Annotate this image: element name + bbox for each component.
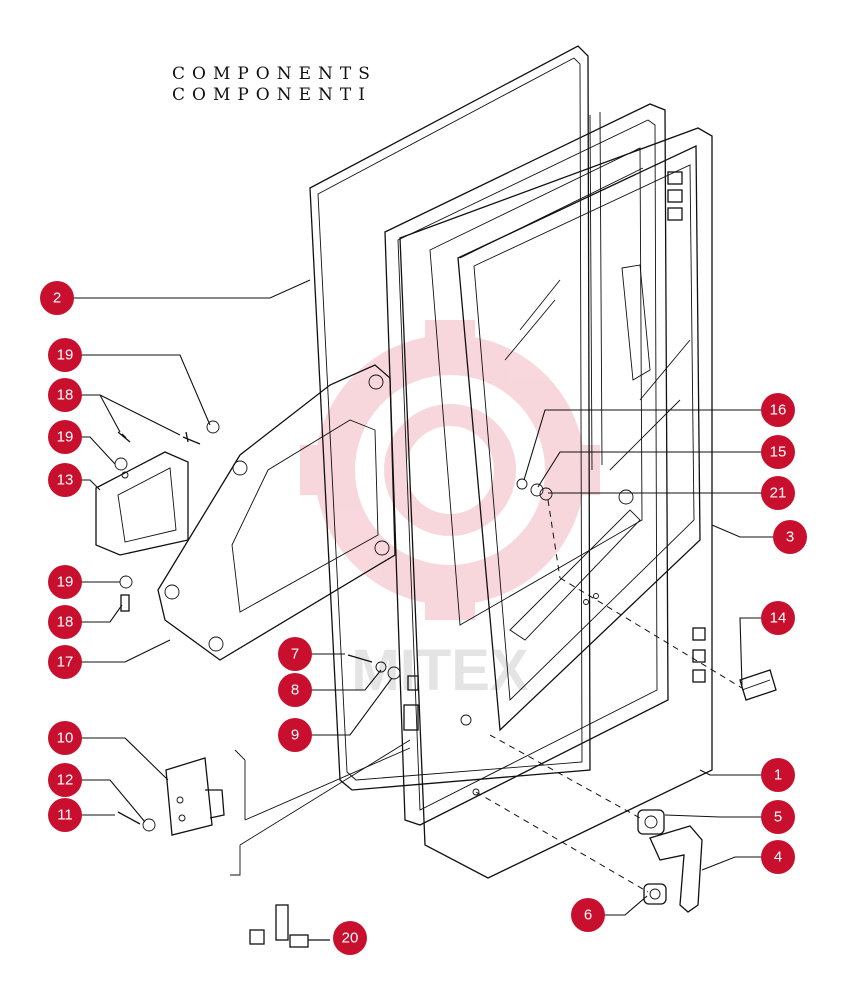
callout-5[interactable]: 5 (761, 800, 795, 834)
callout-marker (761, 435, 795, 469)
leader-lines (65, 279, 778, 916)
callout-marker (761, 601, 795, 635)
callout-1[interactable]: 1 (761, 758, 795, 792)
callout-18a[interactable]: 18 (48, 378, 82, 412)
callout-label: 5 (774, 809, 782, 826)
callout-label: 19 (57, 347, 74, 364)
callout-marker (48, 645, 82, 679)
callout-marker (761, 840, 795, 874)
callout-label: 10 (57, 730, 74, 747)
callout-4[interactable]: 4 (761, 840, 795, 874)
watermark-gear (300, 320, 600, 620)
rosette-upper (637, 809, 665, 835)
callout-label: 8 (291, 682, 299, 699)
callout-label: 18 (57, 614, 74, 631)
callout-19b[interactable]: 19 (48, 420, 82, 454)
callout-label: 1 (774, 767, 782, 784)
callout-marker (48, 721, 82, 755)
callout-label: 7 (291, 646, 299, 663)
door-panel (399, 127, 713, 879)
callout-marker (48, 605, 82, 639)
callout-18b[interactable]: 18 (48, 605, 82, 639)
screws-and-washers (114, 420, 634, 832)
callout-label: 11 (57, 807, 73, 824)
callout-label: 3 (786, 529, 794, 546)
callout-12[interactable]: 12 (48, 763, 82, 797)
callout-label: 6 (584, 907, 592, 924)
callout-label: 21 (770, 485, 787, 502)
callout-marker (48, 565, 82, 599)
callout-label: 17 (57, 654, 74, 671)
callout-label: 20 (342, 930, 359, 947)
callout-marker (48, 763, 82, 797)
callout-20[interactable]: 20 (333, 921, 367, 955)
title-line-2: COMPONENTI (172, 85, 372, 105)
callout-label: 16 (770, 402, 787, 419)
callout-marker (761, 800, 795, 834)
callout-8[interactable]: 8 (278, 673, 312, 707)
callout-marker (278, 637, 312, 671)
inner-glass-frame (384, 103, 669, 826)
title-line-1: COMPONENTS (172, 64, 377, 84)
callout-marker (278, 673, 312, 707)
callout-label: 18 (57, 387, 74, 404)
callout-marker (761, 393, 795, 427)
callout-9[interactable]: 9 (278, 718, 312, 752)
hinge-plate (157, 364, 396, 661)
callout-15[interactable]: 15 (761, 435, 795, 469)
callout-marker (773, 520, 807, 554)
callout-marker (278, 718, 312, 752)
rosette-lower (643, 883, 667, 905)
callout-14[interactable]: 14 (761, 601, 795, 635)
callout-10[interactable]: 10 (48, 721, 82, 755)
latch (165, 757, 225, 836)
callout-2[interactable]: 2 (40, 281, 74, 315)
callout-19c[interactable]: 19 (48, 565, 82, 599)
striker-pin (739, 669, 777, 701)
callout-marker (761, 476, 795, 510)
callout-6[interactable]: 6 (571, 898, 605, 932)
callout-label: 4 (774, 849, 782, 866)
callout-marker (761, 758, 795, 792)
callout-marker (40, 281, 74, 315)
callout-21[interactable]: 21 (761, 476, 795, 510)
door-handle (649, 825, 703, 913)
callout-16[interactable]: 16 (761, 393, 795, 427)
callout-label: 19 (57, 429, 74, 446)
callout-3[interactable]: 3 (773, 520, 807, 554)
callout-label: 13 (57, 472, 74, 489)
callout-19a[interactable]: 19 (48, 338, 82, 372)
callout-11[interactable]: 11 (48, 798, 82, 832)
callout-label: 2 (53, 290, 61, 307)
callout-label: 9 (291, 727, 299, 744)
callout-marker (48, 420, 82, 454)
callout-7[interactable]: 7 (278, 637, 312, 671)
callout-marker (48, 378, 82, 412)
callout-marker (48, 798, 82, 832)
door-gasket (309, 45, 591, 791)
cut-lines (230, 739, 411, 876)
callout-label: 14 (770, 610, 787, 627)
callout-label: 19 (57, 574, 74, 591)
bracket (95, 451, 189, 556)
callout-label: 12 (57, 772, 74, 789)
callout-marker (48, 338, 82, 372)
assembly-lines (475, 499, 743, 893)
callout-label: 15 (770, 444, 787, 461)
callout-marker (333, 921, 367, 955)
callout-17[interactable]: 17 (48, 645, 82, 679)
callout-13[interactable]: 13 (48, 463, 82, 497)
hinge-blocks (667, 171, 706, 683)
callout-marker (571, 898, 605, 932)
component-20-fuse-icon (249, 904, 330, 948)
callout-marker (48, 463, 82, 497)
